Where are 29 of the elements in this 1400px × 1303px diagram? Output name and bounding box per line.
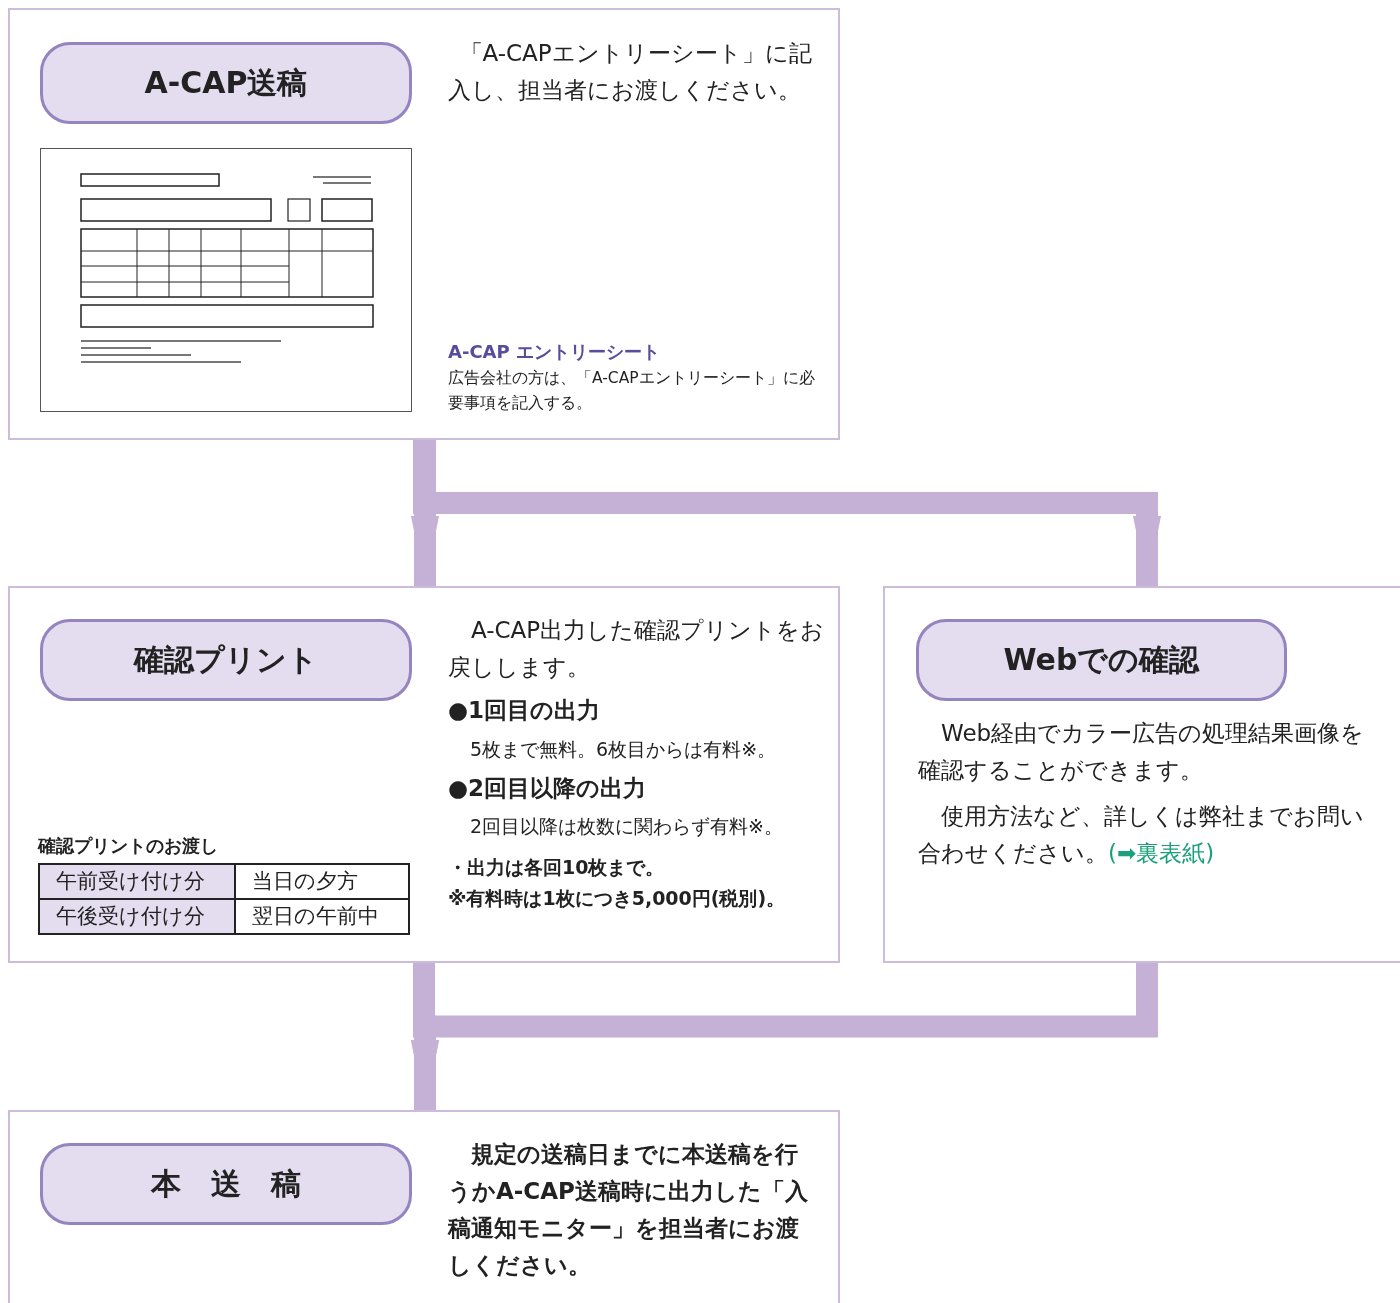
paragraph: A-CAP出力した確認プリントをお戻しします。 <box>448 616 826 682</box>
step-panel <box>8 1110 840 1303</box>
table-title: 確認プリントのお渡し <box>38 835 219 858</box>
note: ・出力は各回10枚まで。 <box>448 855 666 880</box>
note: ※有料時は1枚につき5,000円(税別)。 <box>448 886 787 911</box>
subheading: ●1回目の出力 <box>448 696 602 725</box>
paragraph: 「A-CAPエントリーシート」に記入し、担当者にお渡しください。 <box>448 39 813 105</box>
paragraph: Web経由でカラー広告の処理結果画像を確認することができます。 <box>918 719 1366 785</box>
heading-pill: 確認プリント <box>40 619 412 701</box>
subheading: ●2回目以降の出力 <box>448 774 648 803</box>
table-cell: 午後受け付け分 <box>40 900 234 933</box>
step-panel <box>8 8 840 440</box>
flow-arrow <box>411 440 439 586</box>
heading-pill: 本 送 稿 <box>40 1143 412 1225</box>
picture <box>40 148 412 412</box>
caption-title: A-CAP エントリーシート <box>448 340 661 364</box>
description-text: 広告会社の方は、「A-CAPエントリーシート」に必要事項を記入する。 <box>448 368 816 414</box>
table-cell: 翌日の午前中 <box>236 900 408 933</box>
paragraph: 5枚まで無料。6枚目からは有料※。 <box>470 737 778 762</box>
paragraph: 2回目以降は枚数に関わらず有料※。 <box>470 814 784 839</box>
table-cell: 当日の夕方 <box>236 865 408 898</box>
paragraph: 使用方法など、詳しくは弊社までお問い合わせください。(➡裏表紙) <box>918 802 1365 868</box>
table-cell: 午前受け付け分 <box>40 865 234 898</box>
step-panel <box>883 586 1400 963</box>
link: (➡裏表紙) <box>1108 840 1215 866</box>
heading-pill: Webでの確認 <box>916 619 1287 701</box>
paragraph: 規定の送稿日までに本送稿を行うかA-CAP送稿時に出力した「入稿通知モニター」を担当者にお渡しください。 <box>448 1140 809 1280</box>
heading-pill: A-CAP送稿 <box>40 42 412 124</box>
step-panel <box>8 586 840 963</box>
